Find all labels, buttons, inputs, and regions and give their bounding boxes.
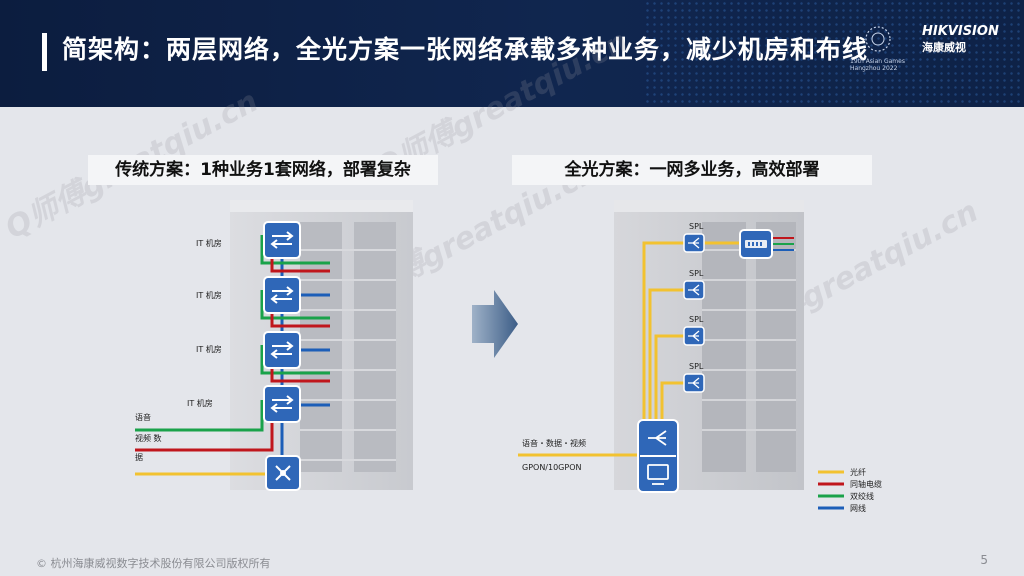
brand-cn: 海康威视 [922,41,966,54]
splitter-icon-4 [683,373,705,393]
page-number: 5 [980,553,988,567]
room-label-3: IT 机房 [196,344,222,354]
legend: 光纤 同轴电缆 双绞线 网线 [818,467,882,513]
input-label-voice: 语音 [135,412,151,422]
switch-icon-1 [263,221,301,259]
olt-device [637,419,679,493]
legend-label-ethernet: 网线 [850,503,866,513]
header-banner: 简架构：两层网络，全光方案一张网络承载多种业务，减少机房和布线 19th Asi… [0,0,1024,107]
asiad-logo: 19th Asian Games Hangzhou 2022 [850,24,906,72]
service-input-label: 语音・数据・视频 [522,438,586,448]
room-label-4: IT 机房 [187,398,213,408]
splitter-icon-3 [683,326,705,346]
asiad-line-1: 19th Asian Games [850,58,905,65]
page-title: 简架构：两层网络，全光方案一张网络承载多种业务，减少机房和布线 [62,35,869,64]
left-building [230,200,413,490]
ont-outputs [772,237,794,251]
room-label-2: IT 机房 [196,290,222,300]
gpon-label: GPON/10GPON [522,463,582,472]
room-label-1: IT 机房 [196,238,222,248]
splitter-icon-1 [683,233,705,253]
splitters [683,233,705,393]
ont-device-icon [739,229,773,259]
brand-name: HIKVISION [922,24,999,39]
switch-icon-2 [263,276,301,314]
switch-icon-4 [263,385,301,423]
legend-label-coax: 同轴电缆 [850,479,882,489]
hikvision-logo: HIKVISION 海康威视 [922,24,999,55]
asiad-emblem-icon [865,26,891,52]
olt-terminal-icon [647,464,669,485]
asiad-line-2: Hangzhou 2022 [850,65,898,72]
spl-label-4: SPL [689,362,704,371]
olt-splitter-icon [648,430,667,446]
fiber-cables [518,241,742,457]
splitter-icon-2 [683,280,705,300]
transition-arrow-icon [472,290,518,358]
input-label-video: 视频 数 [135,433,162,443]
legend-label-fiber: 光纤 [850,467,866,477]
header-pattern [644,0,1024,107]
input-label-data: 据 [135,452,143,462]
legend-label-twisted: 双绞线 [850,491,874,501]
left-switches [263,221,301,491]
spl-label-1: SPL [689,222,704,231]
switch-icon-3 [263,331,301,369]
title-accent-bar [42,33,47,71]
right-panel-title: 全光方案：一网多业务，高效部署 [512,155,872,185]
spl-label-3: SPL [689,315,704,324]
spl-label-2: SPL [689,269,704,278]
copyright-text: © 杭州海康威视数字技术股份有限公司版权所有 [36,557,271,570]
core-switch-icon [265,455,301,491]
left-panel-title: 传统方案：1种业务1套网络，部署复杂 [88,155,438,185]
